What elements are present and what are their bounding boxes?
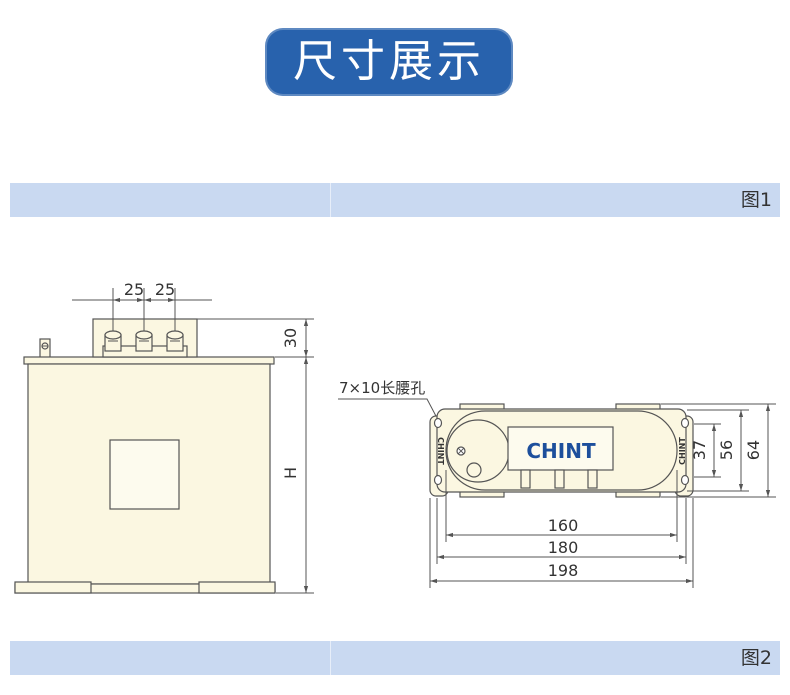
width-dimensions: 37 56 64 [661, 403, 776, 498]
side-mark-right: CHINT [678, 437, 687, 465]
terminal-pin-3 [587, 469, 598, 489]
dim-body-height: H [281, 467, 300, 479]
dim-64: 64 [744, 440, 763, 460]
title-badge: 尺寸展示 [265, 28, 513, 96]
pressure-vent [466, 462, 482, 478]
figure-1-label: 图1 [740, 189, 772, 211]
capacitor-base [14, 581, 276, 594]
dim-180: 180 [548, 538, 579, 557]
section-bar-figure-1: 图1 [10, 183, 780, 217]
terminal-height-dimension: 30 [197, 318, 314, 358]
body-height-dimension: H [276, 357, 314, 594]
bolt-cross-icon [456, 446, 466, 456]
dim-160: 160 [548, 516, 579, 535]
capacitor-front-view: 25 25 30 H [14, 280, 314, 594]
section-bar-figure-2: 图2 [10, 641, 780, 675]
side-mark-left: CHINT [436, 437, 445, 465]
bar-divider [330, 183, 331, 217]
bar-divider [330, 641, 331, 675]
slot-label: 7×10长腰孔 [339, 379, 425, 397]
slot-callout: 7×10长腰孔 [338, 379, 438, 419]
page-title: 尺寸展示 [293, 36, 485, 87]
terminal-pitch-dimension: 25 25 [72, 280, 212, 331]
mounting-slots [433, 417, 690, 486]
ground-stud-icon [39, 338, 51, 359]
front-label-plate [109, 439, 180, 510]
capacitor-top-rim [23, 356, 275, 365]
terminal-3 [166, 330, 184, 352]
terminal-cover [507, 426, 614, 471]
dim-terminal-height: 30 [281, 328, 300, 348]
terminal-pin-1 [520, 469, 531, 489]
dim-terminal-pitch-left: 25 [124, 280, 144, 299]
capacitor-top-view: 7×10长腰孔 CHINT CHINT [338, 379, 776, 588]
dim-56: 56 [717, 440, 736, 460]
terminal-block [92, 318, 198, 358]
terminal-2 [135, 330, 153, 352]
dim-terminal-pitch-right: 25 [155, 280, 175, 299]
terminal-pin-2 [554, 469, 565, 489]
length-dimensions: 160 180 198 [429, 470, 694, 588]
dim-37: 37 [690, 440, 709, 460]
chint-logo: CHINT [526, 439, 596, 463]
dim-198: 198 [548, 561, 579, 580]
figure-2-label: 图2 [740, 647, 772, 669]
terminal-1 [104, 330, 122, 352]
